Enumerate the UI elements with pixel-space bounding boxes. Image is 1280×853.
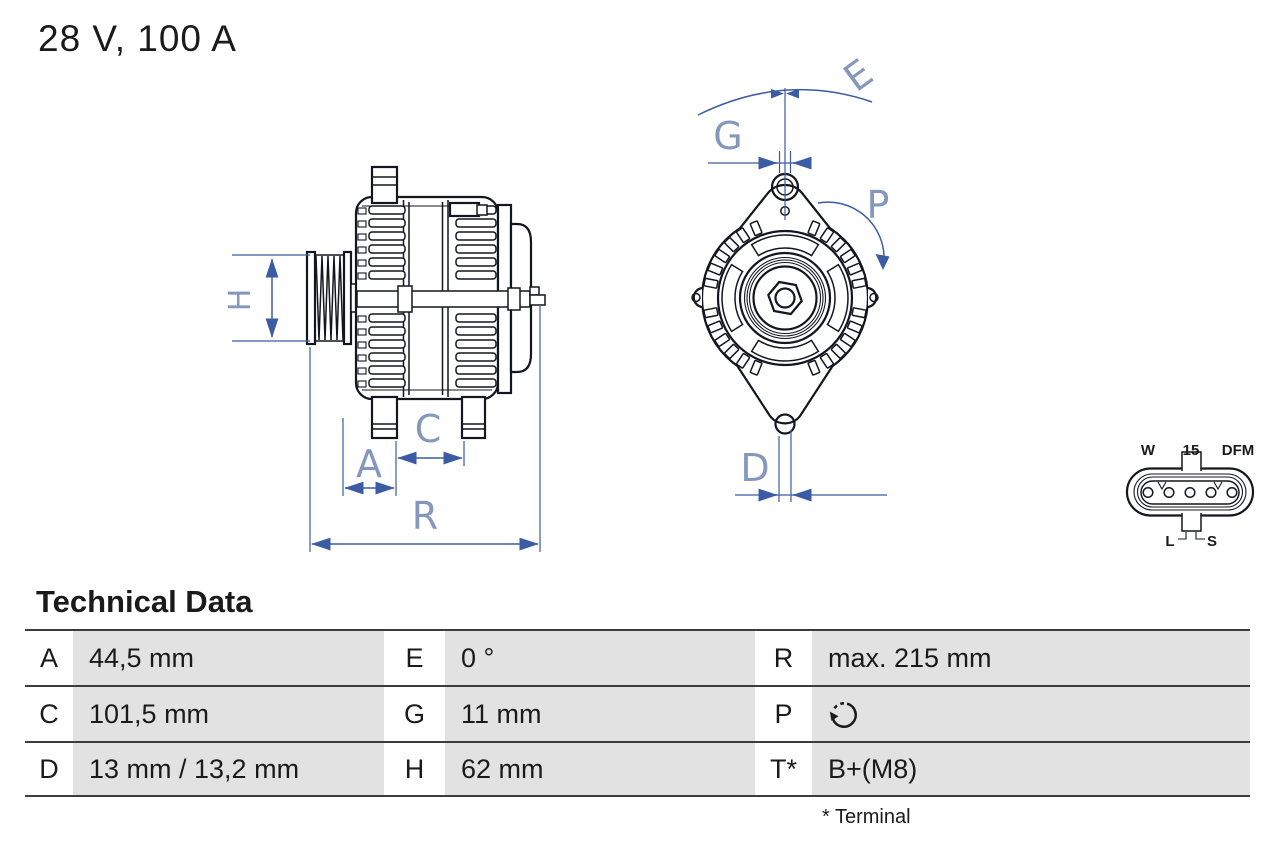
terminal-footnote: * Terminal: [822, 806, 911, 828]
alternator-side-view: H A C R: [223, 165, 546, 552]
dim-label-P: P: [867, 183, 890, 227]
dim-key-E: E: [384, 631, 445, 685]
dim-label-C: C: [415, 407, 442, 451]
connector-pins: [1142, 486, 1238, 499]
stator-outer-circle: [716, 229, 854, 367]
table-row: A 44,5 mm E 0 ° R max. 215 mm: [25, 629, 1250, 685]
dim-label-R: R: [412, 494, 438, 538]
side-view-dimensions: H A C R: [223, 254, 541, 552]
dim-key-D: D: [25, 743, 73, 795]
shaft-nut: [767, 280, 803, 316]
dim-key-G: G: [384, 687, 445, 741]
dim-value-T: B+(M8): [812, 743, 1250, 795]
pin-leader-lines: [1178, 532, 1205, 540]
front-view-dimensions: E G P D: [697, 51, 890, 502]
dim-key-P: P: [755, 687, 812, 741]
dim-label-A: A: [356, 442, 382, 486]
technical-drawing: H A C R: [223, 51, 1255, 552]
connector-notch: [1157, 481, 1167, 491]
connector-label-W: W: [1141, 442, 1156, 459]
table-row: D 13 mm / 13,2 mm H 62 mm T* B+(M8): [25, 741, 1250, 797]
pulley: [305, 250, 359, 346]
connector-label-15: 15: [1183, 442, 1200, 459]
dim-value-P: [812, 687, 1250, 741]
alternator-body: [354, 165, 546, 440]
technical-data-table: A 44,5 mm E 0 ° R max. 215 mm C 101,5 mm…: [25, 629, 1250, 797]
right-ear-hole: [869, 292, 879, 303]
dim-key-A: A: [25, 631, 73, 685]
page-title: 28 V, 100 A: [38, 18, 237, 59]
dim-value-A: 44,5 mm: [73, 631, 384, 685]
dim-value-C: 101,5 mm: [73, 687, 384, 741]
connector-top-tab: [1181, 451, 1202, 471]
dim-key-T: T*: [755, 743, 812, 795]
dim-value-G: 11 mm: [445, 687, 755, 741]
right-ear: [867, 286, 878, 309]
dim-value-R: max. 215 mm: [812, 631, 1250, 685]
dim-label-E: E: [836, 51, 881, 101]
left-ear-hole: [691, 292, 701, 303]
table-row: C 101,5 mm G 11 mm P: [25, 685, 1250, 741]
dim-value-D: 13 mm / 13,2 mm: [73, 743, 384, 795]
front-vents: [357, 207, 367, 388]
rotation-direction-icon: [829, 702, 857, 728]
connector-diagram: W 15 DFM L S: [1125, 442, 1255, 550]
dim-value-E: 0 °: [445, 631, 755, 685]
connector-label-L: L: [1165, 533, 1174, 550]
bottom-mounting-ear: [736, 365, 834, 425]
connector-label-DFM: DFM: [1222, 442, 1255, 459]
connector-notch: [1213, 481, 1223, 491]
dim-key-C: C: [25, 687, 73, 741]
vent-slots: [703, 220, 867, 376]
shaft-band: [356, 290, 531, 308]
technical-data-heading: Technical Data: [36, 584, 253, 619]
dim-label-D: D: [740, 446, 769, 490]
dim-label-G: G: [713, 114, 742, 158]
alternator-front-view: E G P D: [691, 51, 890, 502]
connector-label-S: S: [1207, 533, 1217, 550]
mounting-lugs: [370, 165, 488, 440]
left-ear: [692, 286, 703, 309]
dim-key-H: H: [384, 743, 445, 795]
connector-bottom-tab: [1181, 513, 1202, 532]
bottom-ear-hole: [774, 413, 796, 435]
dim-value-H: 62 mm: [445, 743, 755, 795]
dim-label-H: H: [223, 289, 258, 312]
terminal-stub: [529, 286, 546, 306]
rotation-direction-arrow: [817, 201, 885, 261]
dim-key-R: R: [755, 631, 812, 685]
